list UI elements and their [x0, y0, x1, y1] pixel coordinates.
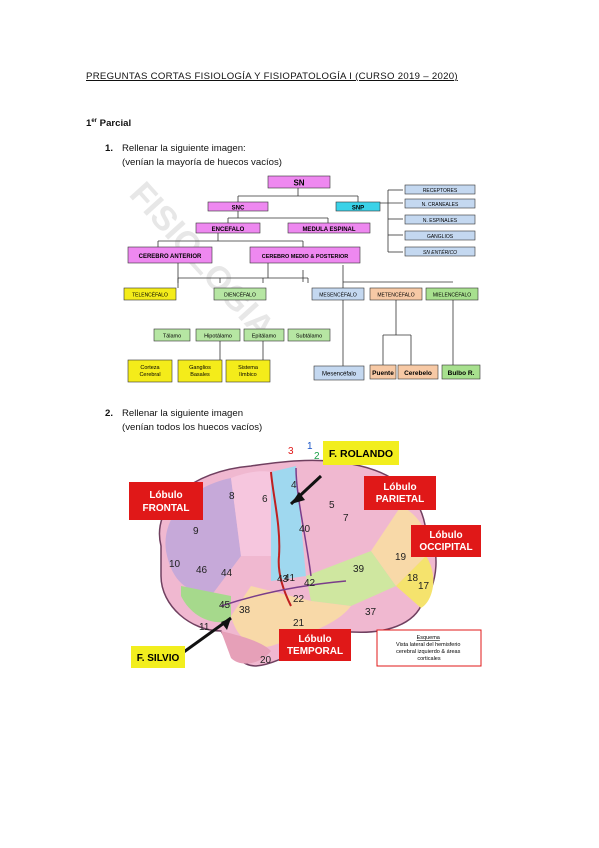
area-number: 1 [307, 441, 313, 452]
area-number: 4 [291, 480, 297, 491]
area-number: 10 [169, 559, 181, 570]
node-puente: Puente [372, 370, 394, 377]
area-number: 40 [299, 524, 311, 535]
area-number: 41 [284, 573, 296, 584]
area-number: 38 [239, 605, 251, 616]
area-number: 45 [219, 600, 231, 611]
area-number: 19 [395, 552, 407, 563]
node-cerebro-anterior: CEREBRO ANTERIOR [139, 254, 202, 260]
node-mesencefalo-bottom: Mesencéfalo [322, 372, 357, 378]
area-number: 22 [293, 594, 305, 605]
node-epitalamo: Epitálamo [252, 334, 276, 340]
node-mielencefalo: MIELENCÉFALO [433, 292, 471, 299]
area-number: 5 [329, 500, 335, 511]
area-number: 20 [260, 655, 272, 666]
node-snp: SNP [352, 206, 364, 212]
node-cerebro-medio: CEREBRO MEDIO & POSTERIOR [262, 254, 349, 260]
snp-item: RECEPTORES [423, 188, 458, 194]
question-2-text: Rellenar la siguiente imagen (venían tod… [122, 408, 263, 433]
area-number: 43 [277, 574, 289, 585]
node-sn: SN [293, 179, 304, 188]
node-subtalamo: Subtálamo [296, 334, 322, 340]
area-number: 2 [314, 451, 320, 462]
node-encefalo: ENCEFALO [212, 227, 245, 233]
node-diencefalo: DIENCÉFALO [224, 292, 256, 299]
area-number: 11 [199, 622, 210, 633]
brain-lateral-diagram: 3 1 2 4 8 6 5 7 40 9 10 46 44 45 43 41 4… [121, 436, 485, 670]
node-bulbo: Bulbo R. [448, 370, 475, 377]
area-number: 46 [196, 565, 208, 576]
area-number: 37 [365, 607, 377, 618]
node-medula: MEDULA ESPINAL [302, 227, 355, 233]
area-number: 8 [229, 491, 235, 502]
section-heading: 1er Parcial [86, 118, 132, 130]
label-rolando: F. ROLANDO [329, 448, 393, 460]
nervous-system-diagram: FISIOLOGIA [118, 170, 483, 392]
label-silvio: F. SILVIO [137, 653, 180, 664]
area-numbers: 3 1 2 4 8 6 5 7 40 9 10 46 44 45 43 41 4… [169, 441, 430, 666]
legend-text: Esquema Vista lateral del hemisferio cer… [396, 635, 462, 662]
question-1-text: Rellenar la siguiente imagen: (venían la… [122, 143, 282, 168]
node-snc: SNC [232, 206, 245, 212]
snp-item: SN ENTÉRICO [423, 249, 457, 256]
area-number: 17 [418, 581, 430, 592]
area-number: 18 [407, 573, 419, 584]
node-telencefalo: TELENCÉFALO [132, 292, 168, 299]
snp-items: RECEPTORES N. CRANEALES N. ESPINALES GAN… [404, 184, 476, 257]
node-hipotalamo: Hipotálamo [204, 334, 232, 340]
document-title: PREGUNTAS CORTAS FISIOLOGÍA Y FISIOPATOL… [86, 71, 458, 82]
area-number: 6 [262, 494, 268, 505]
area-number: 9 [193, 526, 199, 537]
area-number: 44 [221, 568, 233, 579]
node-mesencefalo-top: MESENCÉFALO [319, 292, 357, 299]
node-metencefalo: METENCÉFALO [377, 292, 414, 299]
question-1-number: 1. [105, 143, 114, 154]
node-talamo: Tálamo [163, 334, 181, 340]
snp-item: GANGLIOS [427, 234, 454, 240]
area-number: 39 [353, 564, 365, 575]
node-cerebelo: Cerebelo [404, 370, 432, 377]
snp-item: N. CRANEALES [422, 202, 459, 208]
area-number: 3 [288, 446, 294, 457]
question-2-number: 2. [105, 408, 114, 419]
area-number: 7 [343, 513, 349, 524]
area-number: 21 [293, 618, 305, 629]
area-number: 42 [304, 578, 316, 589]
snp-item: N. ESPINALES [423, 218, 458, 224]
